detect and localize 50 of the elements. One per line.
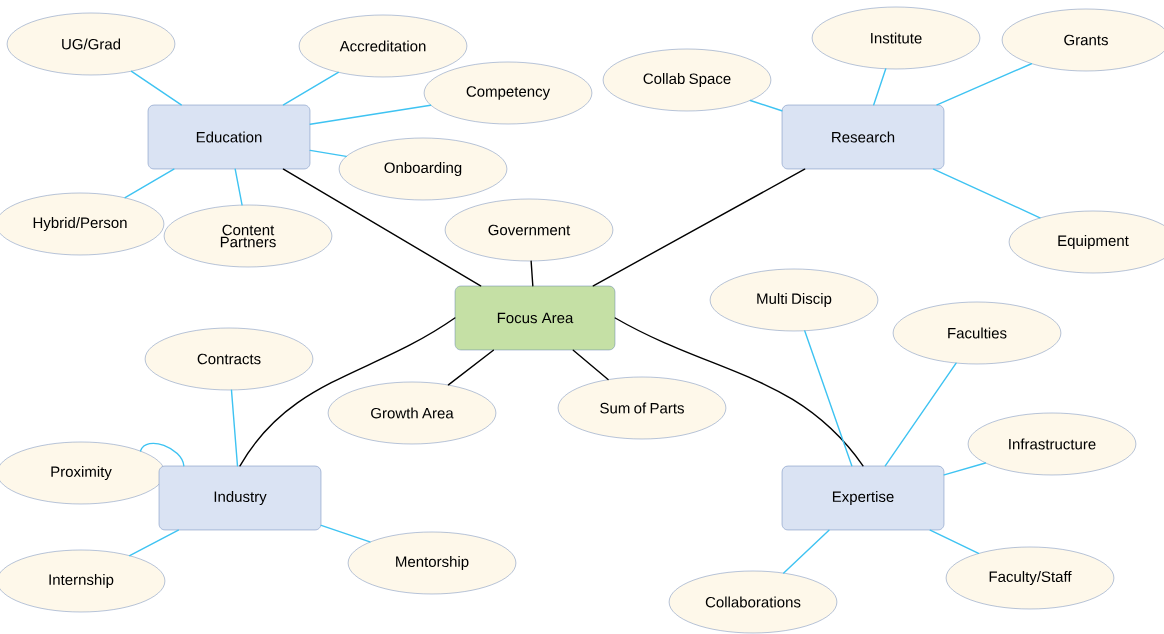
- connector-line: [282, 71, 339, 106]
- connector-line: [614, 317, 864, 467]
- topic-oval: Competency: [423, 61, 593, 125]
- connector-line: [572, 349, 609, 381]
- topic-box: Expertise: [781, 465, 945, 531]
- topic-oval: Institute: [811, 6, 981, 70]
- connector-line: [139, 442, 185, 467]
- topic-oval: Onboarding: [338, 137, 508, 201]
- topic-oval: Sum of Parts: [557, 376, 727, 440]
- connector-line: [130, 70, 182, 106]
- connector-line: [749, 99, 783, 112]
- connector-line: [282, 168, 482, 287]
- connector-line: [447, 349, 495, 386]
- connector-line: [932, 168, 1041, 219]
- connector-line: [124, 168, 175, 199]
- connector-line: [230, 389, 239, 467]
- connector-line: [320, 524, 371, 543]
- topic-oval: Faculty/Staff: [945, 546, 1115, 610]
- topic-oval: UG/Grad: [6, 12, 176, 76]
- connector-line: [936, 63, 1033, 106]
- connector-line: [234, 168, 243, 206]
- connector-line: [239, 317, 456, 467]
- connector-line: [592, 168, 806, 287]
- topic-oval: Accreditation: [298, 14, 468, 78]
- topic-oval: Government: [444, 198, 614, 262]
- focus-box: Focus Area: [454, 285, 616, 351]
- topic-box: Research: [781, 104, 945, 170]
- connector-line: [929, 529, 980, 555]
- topic-oval: Collaborations: [668, 570, 838, 634]
- topic-oval: Equipment: [1008, 210, 1164, 274]
- connector-line: [804, 330, 853, 467]
- topic-oval: Multi Discip: [709, 268, 879, 332]
- connector-line: [530, 260, 534, 287]
- topic-oval: Contracts: [144, 327, 314, 391]
- topic-oval: Mentorship: [347, 531, 517, 595]
- topic-oval: Growth Area: [327, 381, 497, 445]
- connector-line: [309, 149, 347, 157]
- connector-line: [873, 68, 887, 106]
- connector-line: [943, 462, 987, 476]
- topic-oval: Content Partners: [163, 204, 333, 268]
- connector-line: [129, 529, 180, 557]
- connector-line: [884, 362, 957, 467]
- topic-oval: Collab Space: [602, 48, 772, 112]
- connector-line: [783, 529, 830, 574]
- topic-box: Education: [147, 104, 311, 170]
- topic-box: Industry: [158, 465, 322, 531]
- connector-line: [309, 104, 432, 125]
- topic-oval: Infrastructure: [967, 412, 1137, 476]
- topic-oval: Grants: [1001, 8, 1164, 72]
- topic-oval: Faculties: [892, 301, 1062, 365]
